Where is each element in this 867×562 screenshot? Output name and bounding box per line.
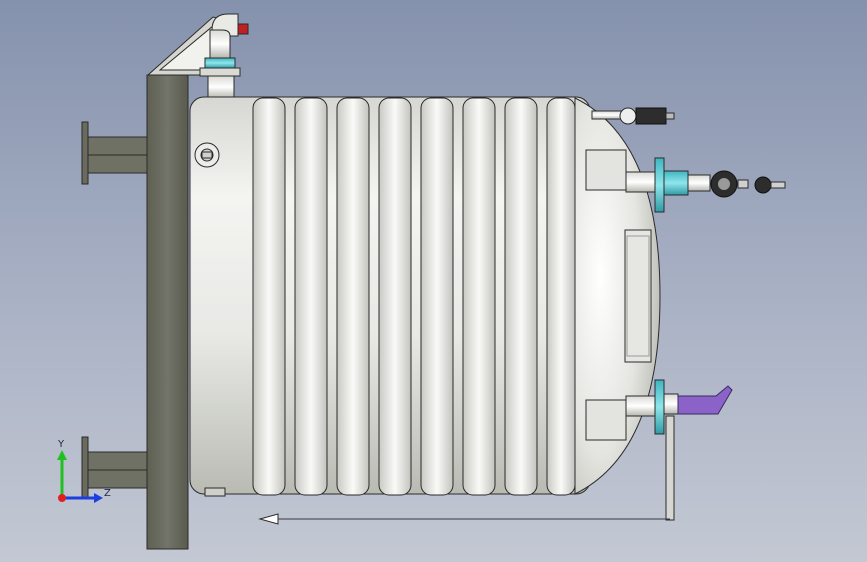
upper-head-nozzle[interactable] [585, 149, 786, 213]
coordinate-triad-icon [57, 450, 103, 503]
jacket-ribs [252, 97, 576, 496]
leader-line [258, 513, 670, 525]
manway-port[interactable] [624, 229, 652, 363]
support-frame[interactable] [81, 74, 189, 550]
top-nozzle-bracket[interactable] [146, 13, 249, 99]
nameplate-boss [194, 142, 220, 168]
top-vent-valve[interactable] [591, 107, 675, 125]
base-pad [204, 487, 226, 497]
triad-y-label: Y [58, 439, 65, 450]
triad-z-label: Z [104, 488, 111, 499]
bottom-outlet-valve[interactable] [585, 379, 733, 521]
